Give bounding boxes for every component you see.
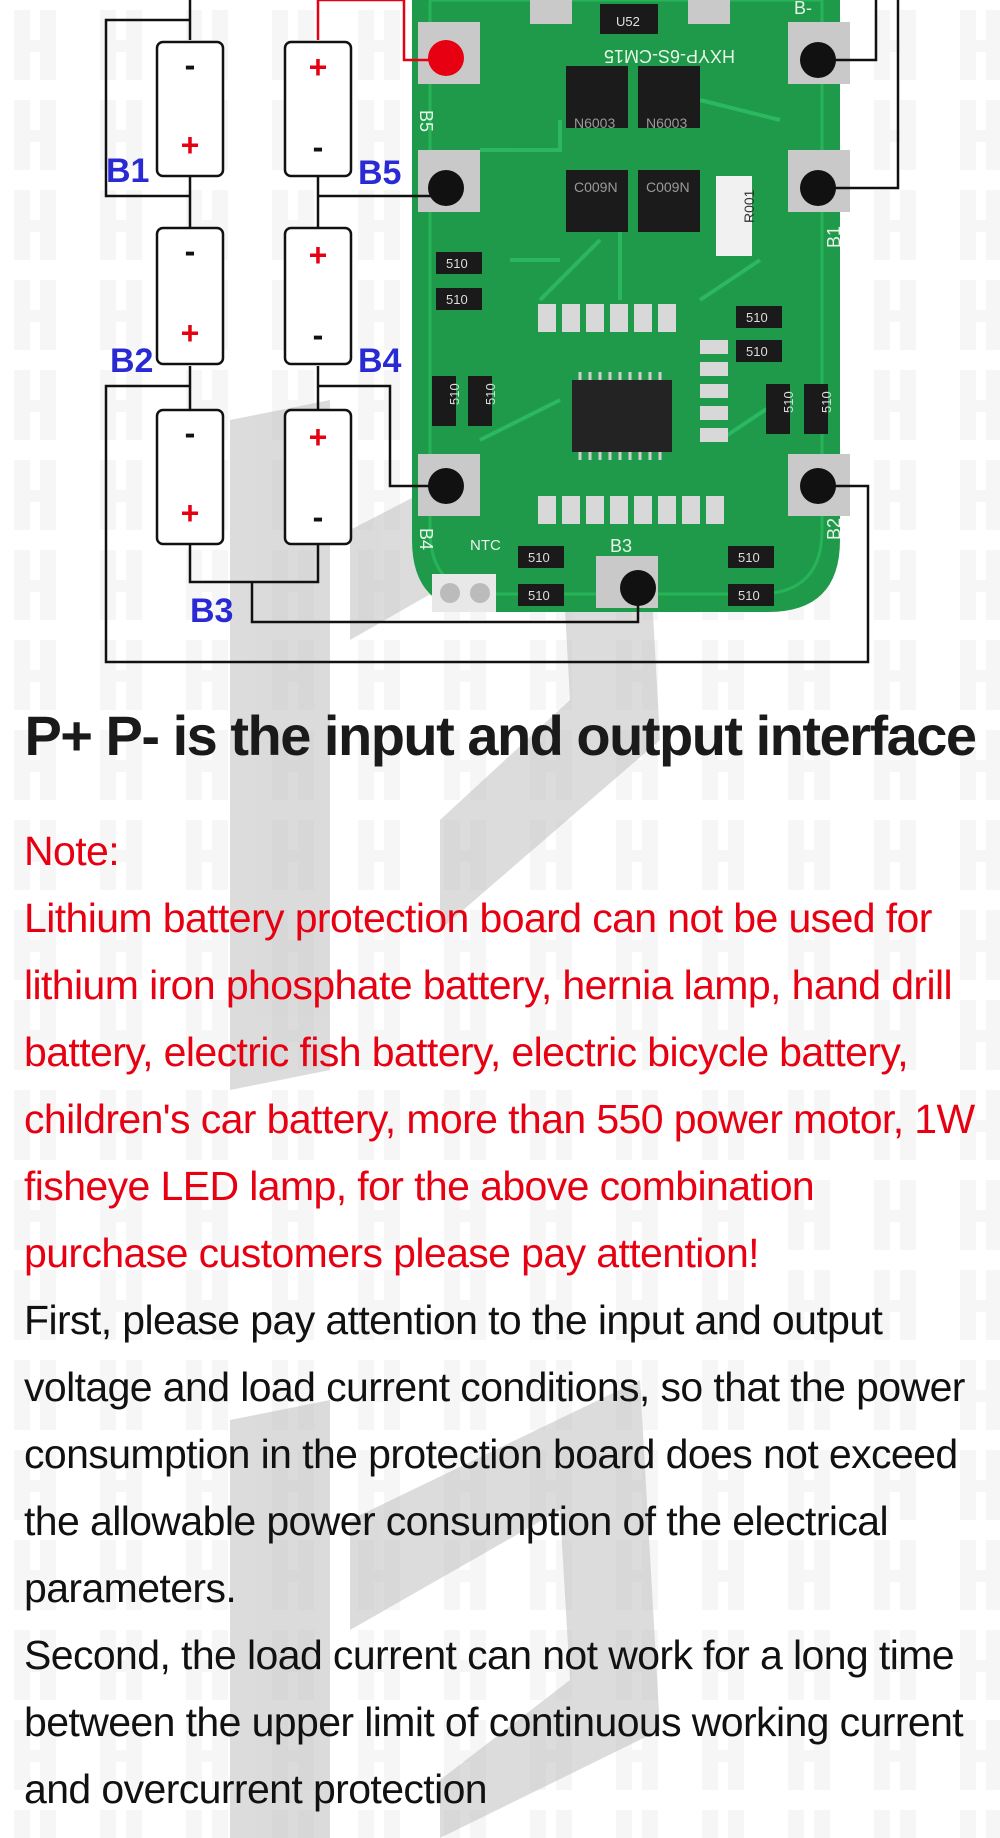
board-extra-label: NTC (470, 537, 501, 554)
protection-board: U52 HXYP-6S-CM15 N6003 N6003 C009N C009N… (412, 0, 850, 612)
cell-polarity-label: - (313, 499, 324, 535)
interface-caption: P+ P- is the input and output interface (24, 704, 977, 767)
component-code: 510 (781, 391, 796, 413)
pad-label: B1 (824, 226, 844, 248)
cell-polarity-label: - (185, 415, 196, 451)
node-label: B3 (190, 592, 233, 630)
node-label: B5 (358, 154, 401, 192)
component-code: 510 (738, 588, 760, 603)
cell-polarity-label: - (313, 317, 324, 353)
note-title: Note: (24, 828, 120, 874)
component-code: N6003 (574, 115, 615, 131)
component-code: 510 (446, 256, 468, 271)
cell-polarity-label: + (309, 49, 328, 85)
cell-polarity-label: + (181, 315, 200, 351)
component-code: 510 (483, 383, 498, 405)
cell-polarity-label: + (181, 495, 200, 531)
battery-wiring-diagram: U52 HXYP-6S-CM15 N6003 N6003 C009N C009N… (104, 0, 900, 664)
cell-polarity-label: + (181, 127, 200, 163)
cell-polarity-label: + (309, 419, 328, 455)
component-code: 510 (447, 383, 462, 405)
pad-label: B2 (824, 518, 844, 540)
notes-section: Note: Lithium battery protection board c… (24, 818, 984, 1823)
battery-cells (155, 40, 353, 546)
second-paragraph: Second, the load current can not work fo… (24, 1632, 964, 1812)
board-extra-label: U52 (616, 14, 640, 29)
cell-polarity-label: - (185, 233, 196, 269)
component-code: C009N (574, 179, 618, 195)
node-label: B4 (358, 342, 402, 380)
board-silkscreen: HXYP-6S-CM15 (604, 46, 735, 66)
first-paragraph: First, please pay attention to the input… (24, 1297, 965, 1611)
component-code: 510 (446, 292, 468, 307)
pad-label: B- (794, 0, 812, 18)
cell-polarity-label: - (313, 129, 324, 165)
component-code: 510 (819, 391, 834, 413)
board-extra-label: R001 (741, 189, 757, 223)
component-code: N6003 (646, 115, 687, 131)
pad-label: B4 (416, 528, 436, 550)
node-label: B2 (110, 342, 153, 380)
component-code: 510 (746, 310, 768, 325)
component-code: 510 (528, 588, 550, 603)
component-code: 510 (738, 550, 760, 565)
cell-polarity-label: - (185, 47, 196, 83)
pad-label: B3 (610, 536, 632, 556)
component-code: 510 (528, 550, 550, 565)
component-code: C009N (646, 179, 690, 195)
component-code: 510 (746, 344, 768, 359)
warning-paragraph: Lithium battery protection board can not… (24, 895, 975, 1276)
pad-label: B5 (416, 110, 436, 132)
cell-polarity-label: + (309, 237, 328, 273)
node-label: B1 (106, 152, 149, 190)
